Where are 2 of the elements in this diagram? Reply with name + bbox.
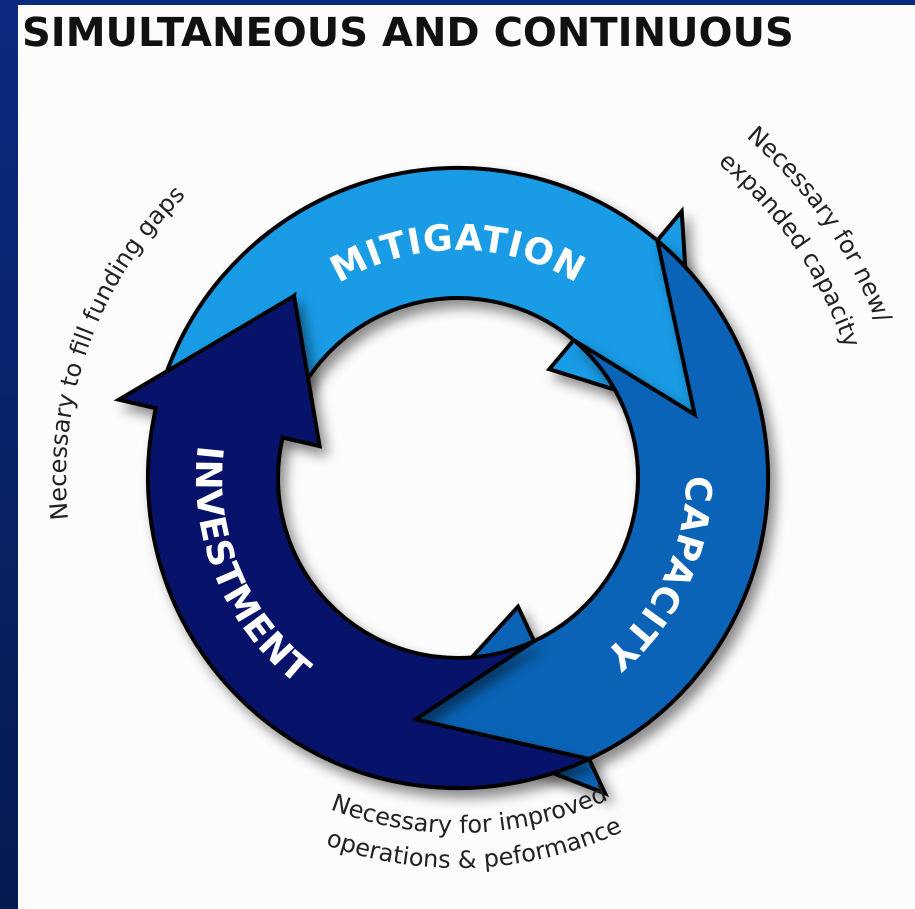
arrow-label: MITIGATION	[324, 218, 592, 292]
title: SIMULTANEOUS AND CONTINUOUS	[22, 10, 794, 56]
